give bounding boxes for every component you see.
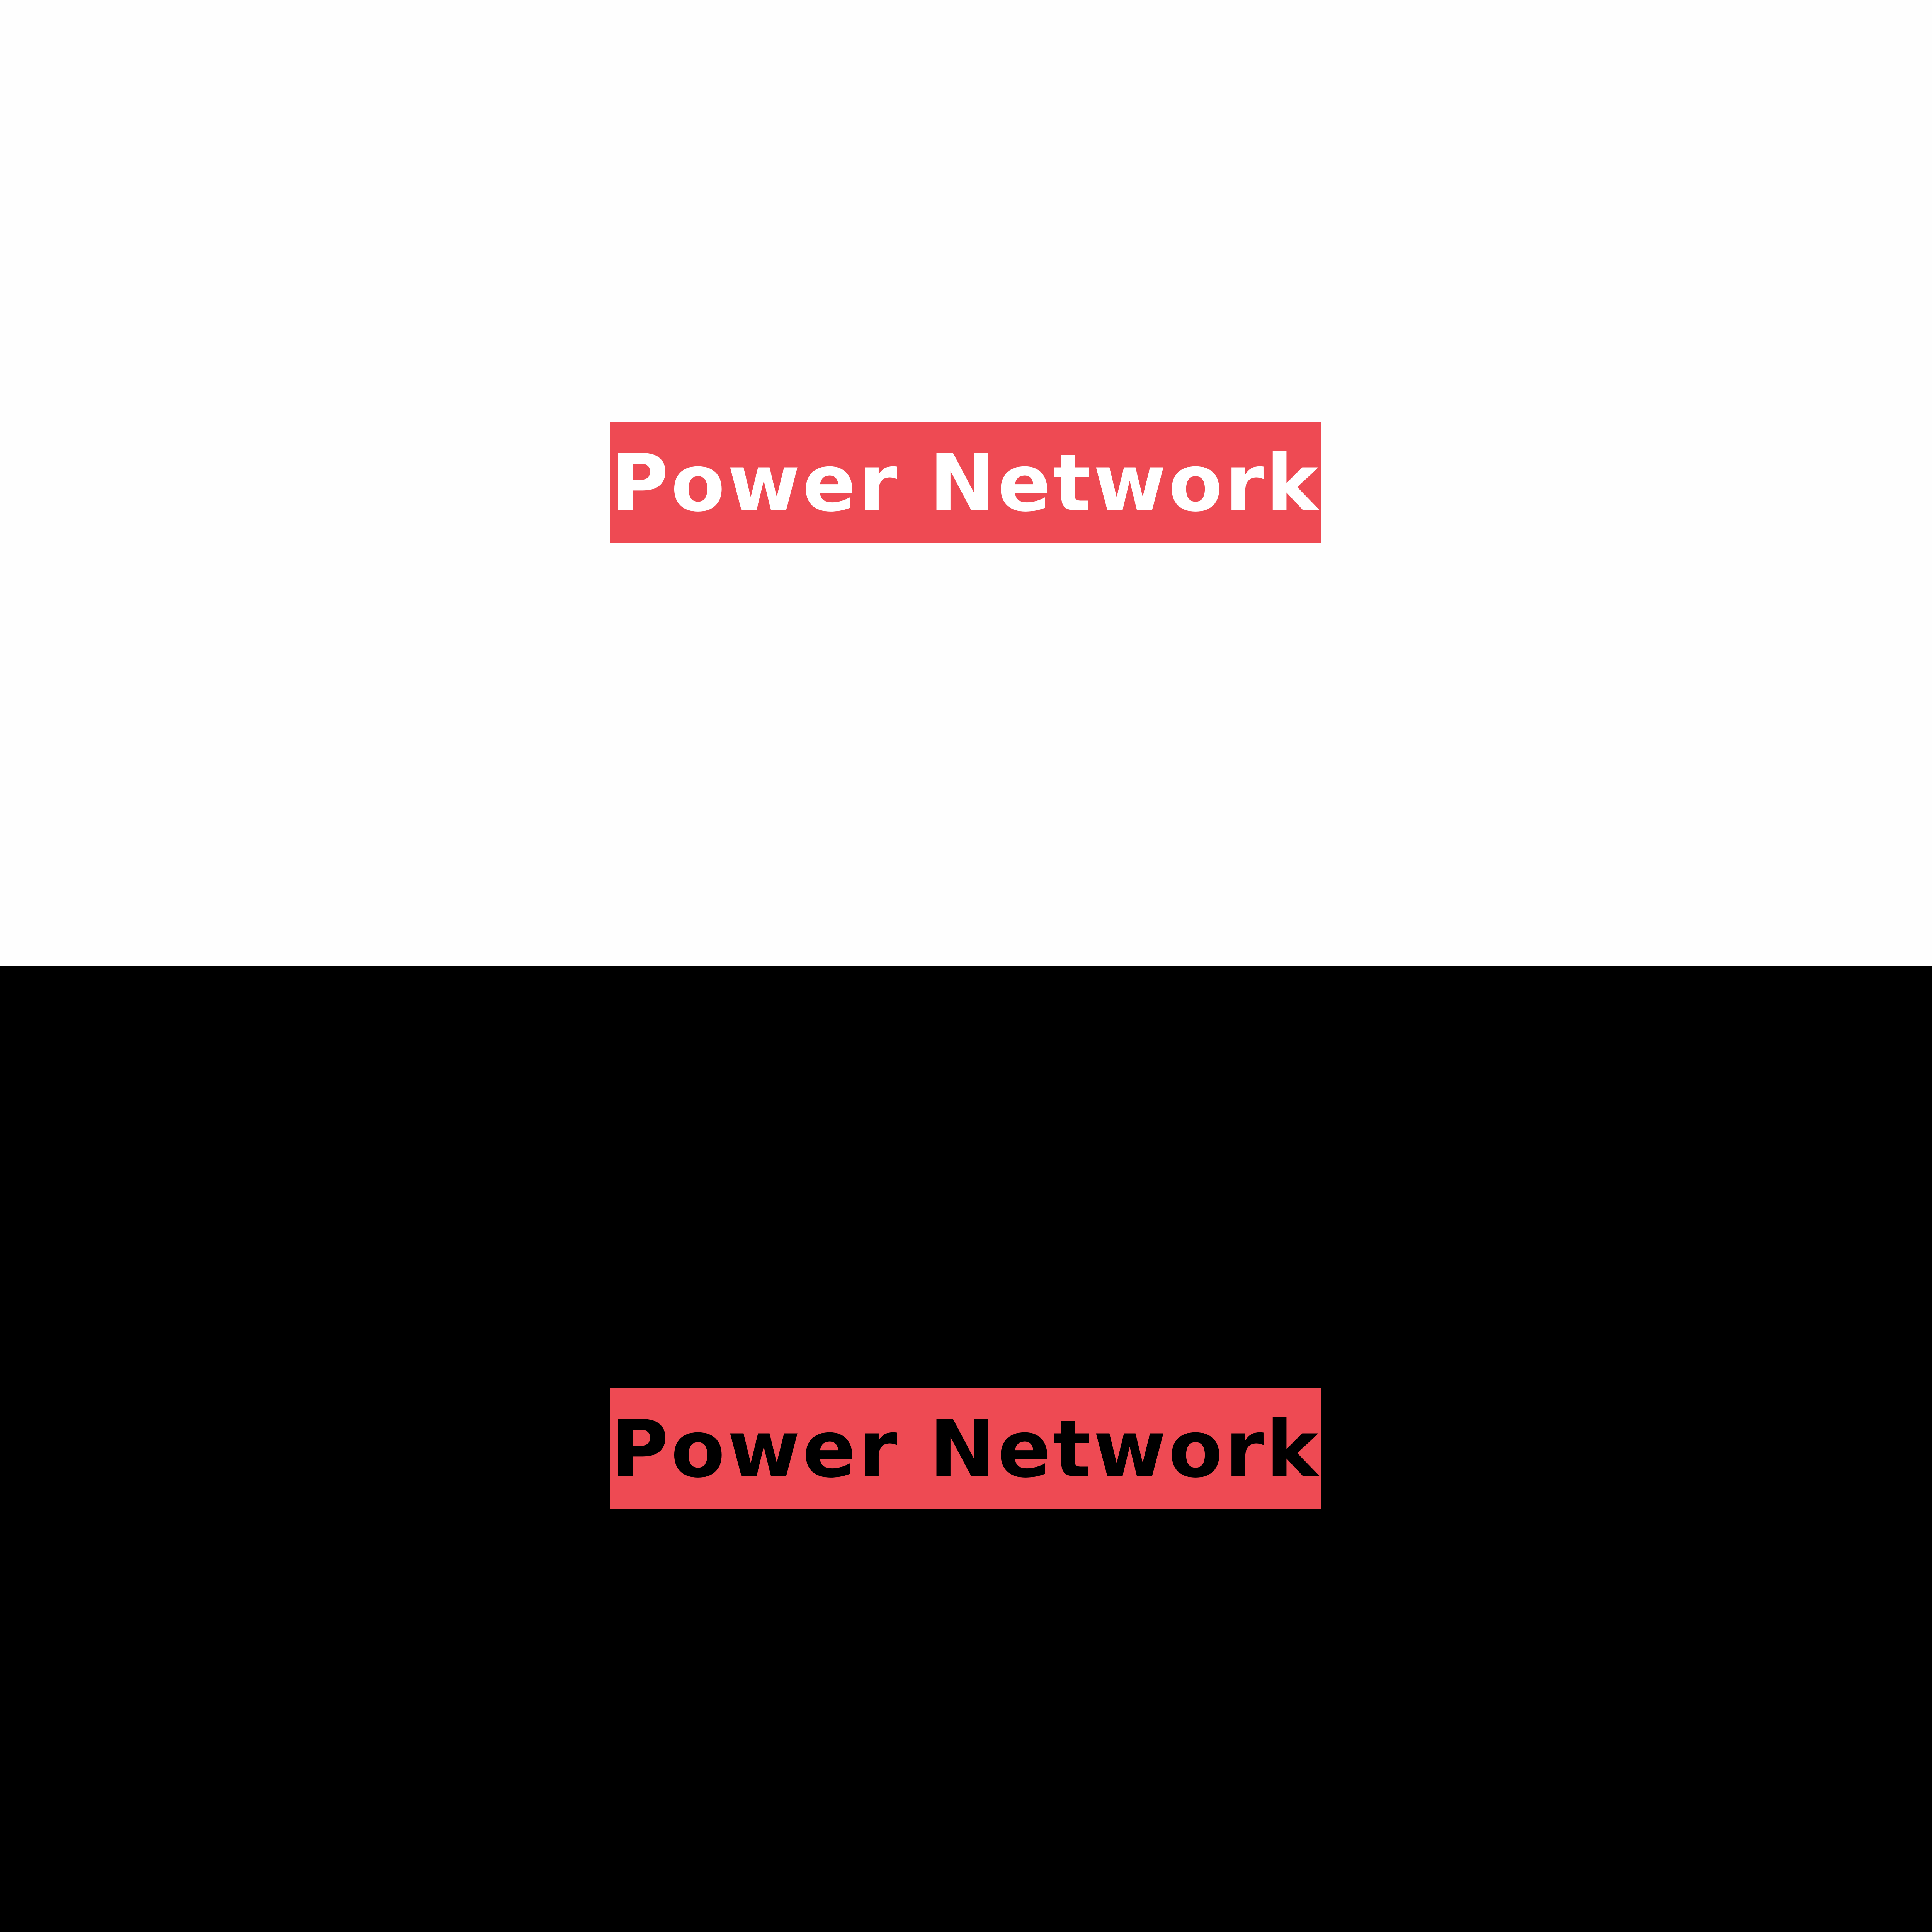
light-background-panel: Power Network <box>610 422 1321 543</box>
logo-text-dark: Power Network <box>611 1403 1321 1495</box>
logo-box-light: Power Network <box>610 422 1321 543</box>
logo-text-light: Power Network <box>611 437 1321 529</box>
logo-box-dark: Power Network <box>610 1388 1321 1509</box>
dark-background-panel: Power Network <box>0 966 1932 1932</box>
